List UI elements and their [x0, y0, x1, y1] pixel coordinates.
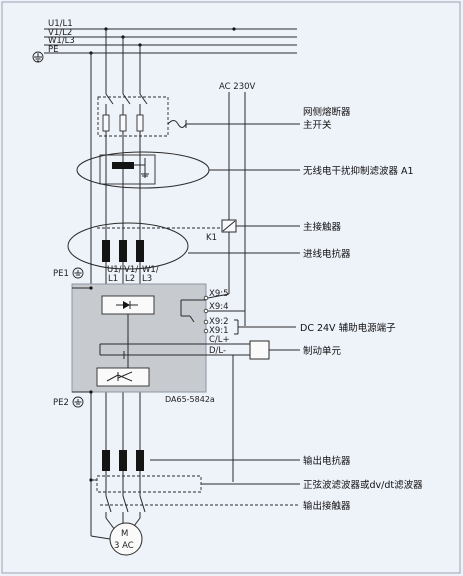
- motor: M 3 AC: [90, 522, 143, 556]
- motor-ac-label: 3 AC: [114, 541, 134, 551]
- control-terminals: X9:5 X9:4 X9:2 X9:1 C/L+ D/L-: [200, 289, 300, 482]
- terminal-l1-label: L1: [108, 274, 118, 284]
- terminal-x92-label: X9:2: [209, 317, 229, 327]
- annotations: 网侧熔断器 主开关 无线电干扰抑制滤波器 A1 主接触器 进线电抗器 DC 24…: [300, 106, 423, 512]
- terminal-dl-label: D/L-: [209, 346, 226, 356]
- fuse-annotation: 网侧熔断器: [303, 106, 351, 118]
- pe1-ground: PE1: [53, 267, 93, 290]
- rfi-filter: [76, 151, 300, 189]
- line-reactor-annotation: 进线电抗器: [303, 248, 351, 260]
- terminal-u1-label: U1/: [107, 265, 122, 275]
- dc24v-annotation: DC 24V 辅助电源端子: [300, 322, 396, 334]
- bus-bars: U1/L1 V1/L2 W1/L3 PE: [32, 19, 297, 63]
- drawing-code: DA65-5842a: [165, 395, 215, 404]
- brake-unit-box: [249, 340, 270, 360]
- bus-l2-label: V1/L2: [48, 28, 72, 38]
- reactor-coil-2: [119, 240, 127, 262]
- k1-label: K1: [206, 233, 217, 243]
- converter-module: U1/ V1/ W1/ L1 L2 L3 DA65-5842a: [71, 265, 225, 404]
- line-reactor: [67, 222, 300, 270]
- bus-ground-icon: [32, 51, 44, 63]
- output-reactor: [102, 450, 300, 471]
- bus-pe-label: PE: [48, 45, 59, 55]
- output-contactor-annotation: 输出接触器: [303, 500, 351, 512]
- control-supply: AC 230V K1: [97, 82, 300, 326]
- output-reactor-annotation: 输出电抗器: [303, 455, 351, 467]
- ac-supply-label: AC 230V: [219, 82, 256, 92]
- terminal-cl-label: C/L+: [209, 335, 230, 345]
- reactor-coil-1: [102, 240, 110, 262]
- sine-filter: [89, 475, 300, 493]
- terminal-x91-label: X9:1: [209, 326, 229, 336]
- main-switch-annotation: 主开关: [303, 119, 332, 131]
- terminal-l2-label: L2: [125, 274, 135, 284]
- fuse-3: [136, 114, 144, 132]
- reactor-coil-3: [136, 240, 144, 262]
- main-switch-fuses: [97, 93, 300, 138]
- terminal-x95-label: X9:5: [209, 289, 229, 299]
- contactor-annotation: 主接触器: [303, 221, 342, 233]
- sine-filter-annotation: 正弦波滤波器或dv/dt滤波器: [303, 479, 423, 491]
- pe2-ground: PE2: [53, 390, 93, 408]
- pe1-label: PE1: [53, 269, 69, 279]
- terminal-l3-label: L3: [142, 274, 152, 284]
- filter-annotation: 无线电干扰抑制滤波器 A1: [303, 165, 414, 177]
- motor-m-label: M: [121, 529, 128, 539]
- brake-annotation: 制动单元: [303, 345, 342, 357]
- terminal-w1-label: W1/: [142, 265, 159, 275]
- bus-l1-label: U1/L1: [48, 19, 73, 29]
- terminal-v1-label: V1/: [124, 265, 138, 275]
- fuse-1: [102, 114, 110, 132]
- output-contactor: [100, 495, 300, 518]
- pe2-label: PE2: [53, 398, 69, 408]
- terminal-x94-label: X9:4: [209, 302, 229, 312]
- fuse-2: [119, 114, 127, 132]
- bus-l3-label: W1/L3: [48, 36, 75, 46]
